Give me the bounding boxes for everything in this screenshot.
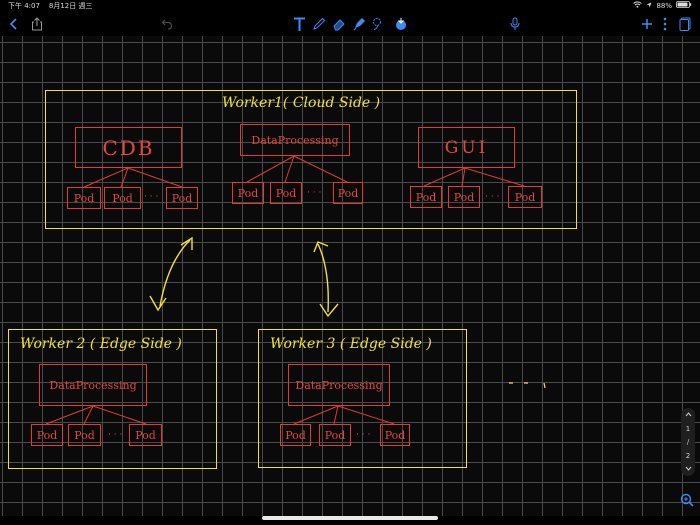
pod-box: Pod	[280, 424, 311, 446]
pod-box: Pod	[67, 187, 101, 209]
eraser-icon[interactable]	[330, 12, 348, 36]
worker3-title: Worker 3 ( Edge Side )	[270, 336, 432, 352]
pod-ellipsis: · · ·	[144, 192, 159, 202]
pod-box: Pod	[31, 424, 63, 446]
current-page-number: 1	[685, 424, 691, 433]
pod-box: Pod	[166, 187, 198, 209]
pen-icon[interactable]	[310, 12, 328, 36]
worker2-box	[8, 329, 217, 469]
page-up-icon[interactable]	[685, 411, 692, 419]
pod-box: Pod	[333, 182, 363, 204]
worker3-box	[258, 329, 467, 468]
more-icon[interactable]	[658, 12, 672, 36]
pod-box: Pod	[232, 182, 264, 204]
arrow-w1-w2-curve	[159, 239, 191, 307]
dataprocessing-box: DataProcessing	[39, 364, 147, 406]
insert-icon[interactable]	[392, 12, 410, 36]
gui-tree-lines	[423, 167, 525, 187]
worker1-box	[45, 90, 577, 229]
battery-percent: 88%	[656, 2, 672, 10]
pod-box: Pod	[270, 182, 302, 204]
home-indicator[interactable]	[262, 516, 438, 520]
pages-icon[interactable]	[676, 12, 694, 36]
gui-box: GUI	[418, 127, 515, 168]
battery-icon	[676, 0, 692, 12]
worker1-title: Worker1( Cloud Side )	[222, 95, 381, 111]
pod-box: Pod	[380, 424, 410, 446]
arrow-w1-w3-curve	[317, 243, 329, 313]
pod-box: Pod	[68, 424, 101, 446]
pod-ellipsis: · · ·	[307, 188, 322, 198]
pod-ellipsis: · · ·	[485, 192, 500, 202]
status-time: 下午 4:07	[8, 2, 40, 10]
dataprocessing-box: DataProcessing	[288, 364, 390, 406]
pod-box: Pod	[129, 424, 162, 446]
text-tool-icon[interactable]	[290, 12, 308, 36]
worker2-title: Worker 2 ( Edge Side )	[20, 336, 182, 352]
pod-box: Pod	[410, 186, 442, 208]
dp1-tree-lines	[246, 155, 348, 183]
pod-box: Pod	[319, 424, 351, 446]
dp2-tree-lines	[45, 405, 147, 425]
add-icon[interactable]	[638, 12, 656, 36]
arrow-w1-w3-head-bottom	[319, 303, 339, 318]
lasso-icon[interactable]	[370, 12, 388, 36]
zoom-icon[interactable]	[680, 492, 694, 511]
location-icon	[646, 0, 652, 12]
microphone-icon[interactable]	[506, 12, 524, 36]
pod-box: Pod	[508, 186, 542, 208]
dp3-tree-lines	[293, 405, 395, 425]
dataprocessing-box: DataProcessing	[240, 124, 350, 156]
cdb-tree-lines	[83, 167, 183, 188]
arrow-w1-w2-head-top	[180, 236, 193, 250]
cdb-box: CDB	[75, 127, 182, 168]
status-date: 8月12日 週三	[48, 2, 93, 10]
side-marks	[509, 382, 546, 389]
share-icon[interactable]	[28, 12, 46, 36]
arrow-w1-w3-head-top	[313, 241, 329, 253]
pod-ellipsis: · · ·	[356, 430, 371, 440]
pod-ellipsis: · · ·	[108, 430, 123, 440]
arrow-w1-w2-head-bottom	[149, 295, 167, 312]
pod-box: Pod	[448, 186, 480, 208]
total-pages-number: 2	[685, 451, 691, 460]
page-down-icon[interactable]	[685, 465, 692, 473]
highlighter-icon[interactable]	[350, 12, 368, 36]
toolbar	[0, 12, 700, 36]
undo-icon[interactable]	[158, 12, 176, 36]
page-indicator[interactable]: 1 / 2	[681, 408, 695, 476]
page-separator: /	[686, 438, 690, 446]
status-bar: 下午 4:07 8月12日 週三 88%	[0, 0, 700, 12]
wifi-icon	[633, 0, 643, 12]
pod-box: Pod	[104, 187, 141, 209]
back-icon[interactable]	[6, 12, 22, 36]
